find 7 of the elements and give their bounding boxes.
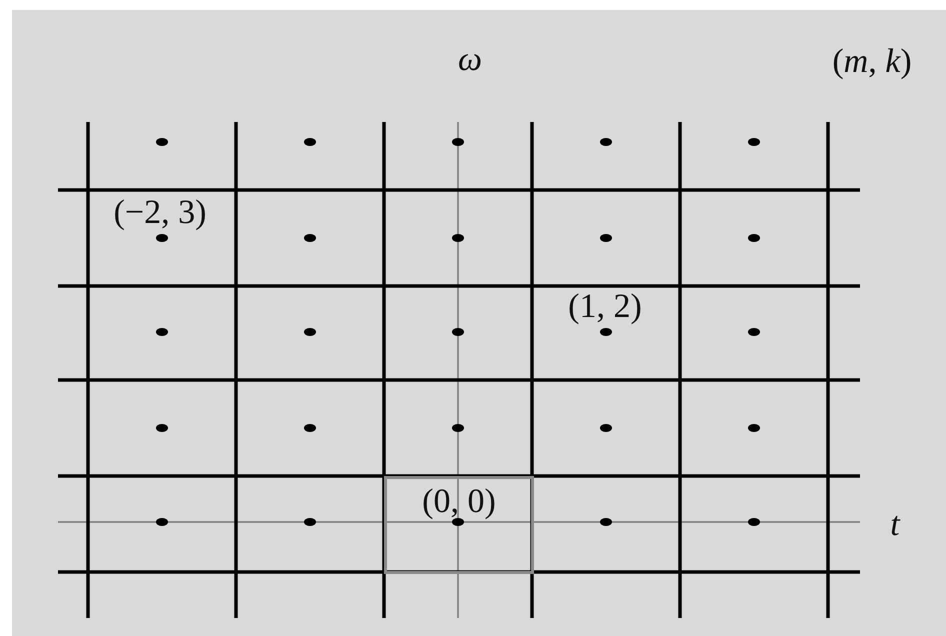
axis-label: t: [890, 508, 900, 542]
highlighted-cell: [384, 476, 534, 574]
axis-label: ω: [458, 43, 482, 77]
point-label: (1, 2): [568, 290, 642, 324]
point-label: (−2, 3): [114, 196, 206, 230]
cell-label: (0, 0): [422, 485, 496, 519]
grid-index-label: (m, k): [832, 45, 912, 79]
